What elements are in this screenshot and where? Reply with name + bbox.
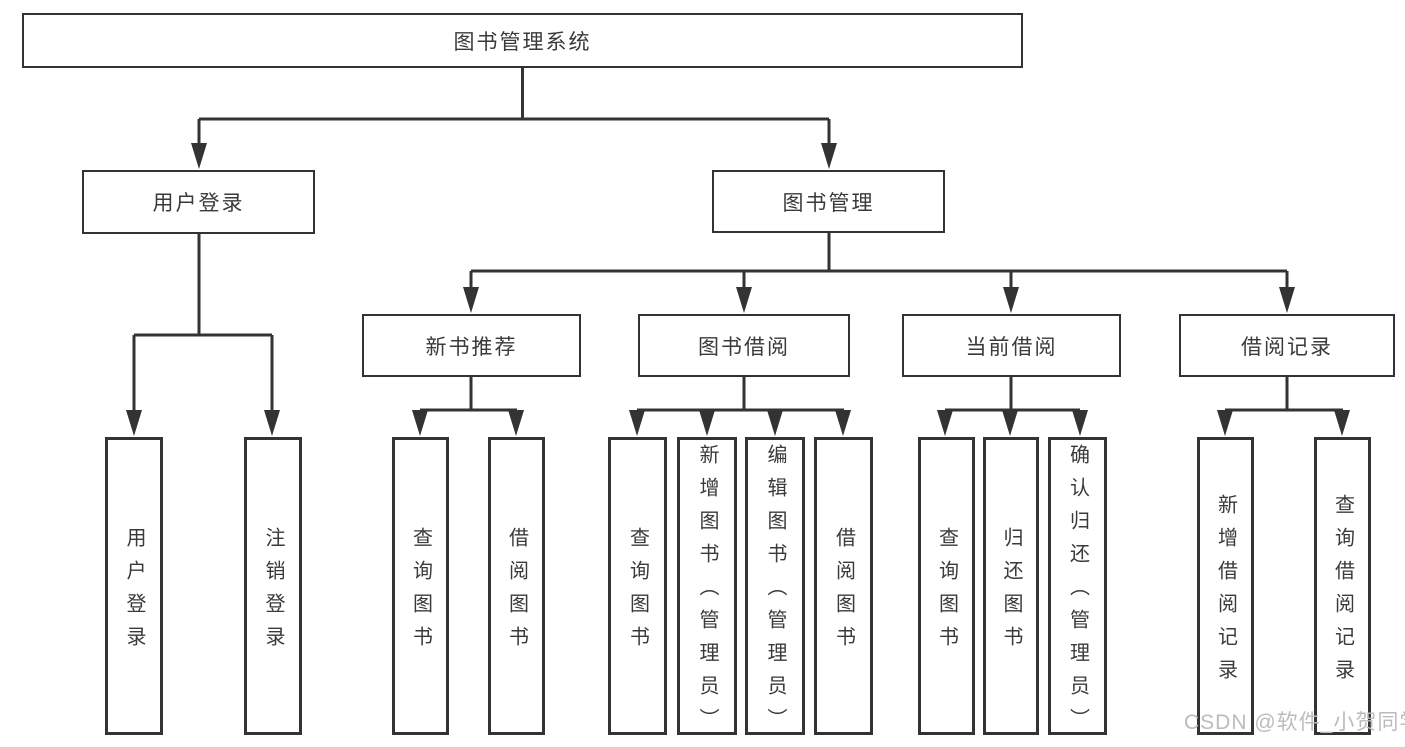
node-user-login-label: 用户登录 [152,192,245,215]
watermark: CSDN @软件_小贺同学 [1184,711,1405,734]
leaf-logout: 注销登录 [244,437,302,735]
leaf-confirm-return-admin-label: 确认归还（管理员） [1066,444,1089,741]
leaf-return-book: 归还图书 [983,437,1039,735]
leaf-query-books-2-label: 查询图书 [626,526,649,659]
leaf-edit-book-admin-label: 编辑图书（管理员） [764,444,786,741]
leaf-query-books-1: 查询图书 [392,437,449,735]
leaf-add-book-admin-label: 新增图书（管理员） [696,444,718,741]
leaf-borrow-books-2-label: 借阅图书 [832,526,855,659]
leaf-return-book-label: 归还图书 [1000,526,1022,659]
node-current-borrow-label: 当前借阅 [965,335,1058,359]
leaf-user-login: 用户登录 [105,437,163,735]
leaf-query-borrow-record: 查询借阅记录 [1314,437,1371,735]
leaf-query-books-2: 查询图书 [608,437,667,735]
leaf-add-borrow-record: 新增借阅记录 [1197,437,1254,735]
node-borrow-records: 借阅记录 [1179,314,1395,377]
node-root-label: 图书管理系统 [453,30,592,54]
leaf-borrow-books-1-label: 借阅图书 [505,526,528,659]
leaf-borrow-books-2: 借阅图书 [814,437,873,735]
node-book-management-label: 图书管理 [782,191,875,215]
leaf-edit-book-admin: 编辑图书（管理员） [745,437,805,741]
node-book-borrow: 图书借阅 [638,314,850,377]
leaf-user-login-label: 用户登录 [123,526,145,659]
node-user-login: 用户登录 [82,170,315,234]
leaf-query-books-3: 查询图书 [918,437,975,735]
node-new-book-recommend-label: 新书推荐 [425,335,518,359]
node-current-borrow: 当前借阅 [902,314,1121,377]
node-new-book-recommend: 新书推荐 [362,314,581,377]
node-book-management: 图书管理 [712,170,945,233]
leaf-query-books-3-label: 查询图书 [935,526,958,659]
node-book-borrow-label: 图书借阅 [698,335,790,359]
leaf-logout-label: 注销登录 [262,526,284,659]
leaf-query-books-1-label: 查询图书 [409,526,432,659]
leaf-add-book-admin: 新增图书（管理员） [677,437,737,741]
arrowheads [126,143,1350,436]
node-borrow-records-label: 借阅记录 [1241,335,1333,359]
node-root: 图书管理系统 [22,13,1023,68]
leaf-query-borrow-record-label: 查询借阅记录 [1331,493,1354,692]
leaf-add-borrow-record-label: 新增借阅记录 [1214,493,1237,692]
leaf-borrow-books-1: 借阅图书 [488,437,545,735]
leaf-confirm-return-admin: 确认归还（管理员） [1048,437,1107,741]
